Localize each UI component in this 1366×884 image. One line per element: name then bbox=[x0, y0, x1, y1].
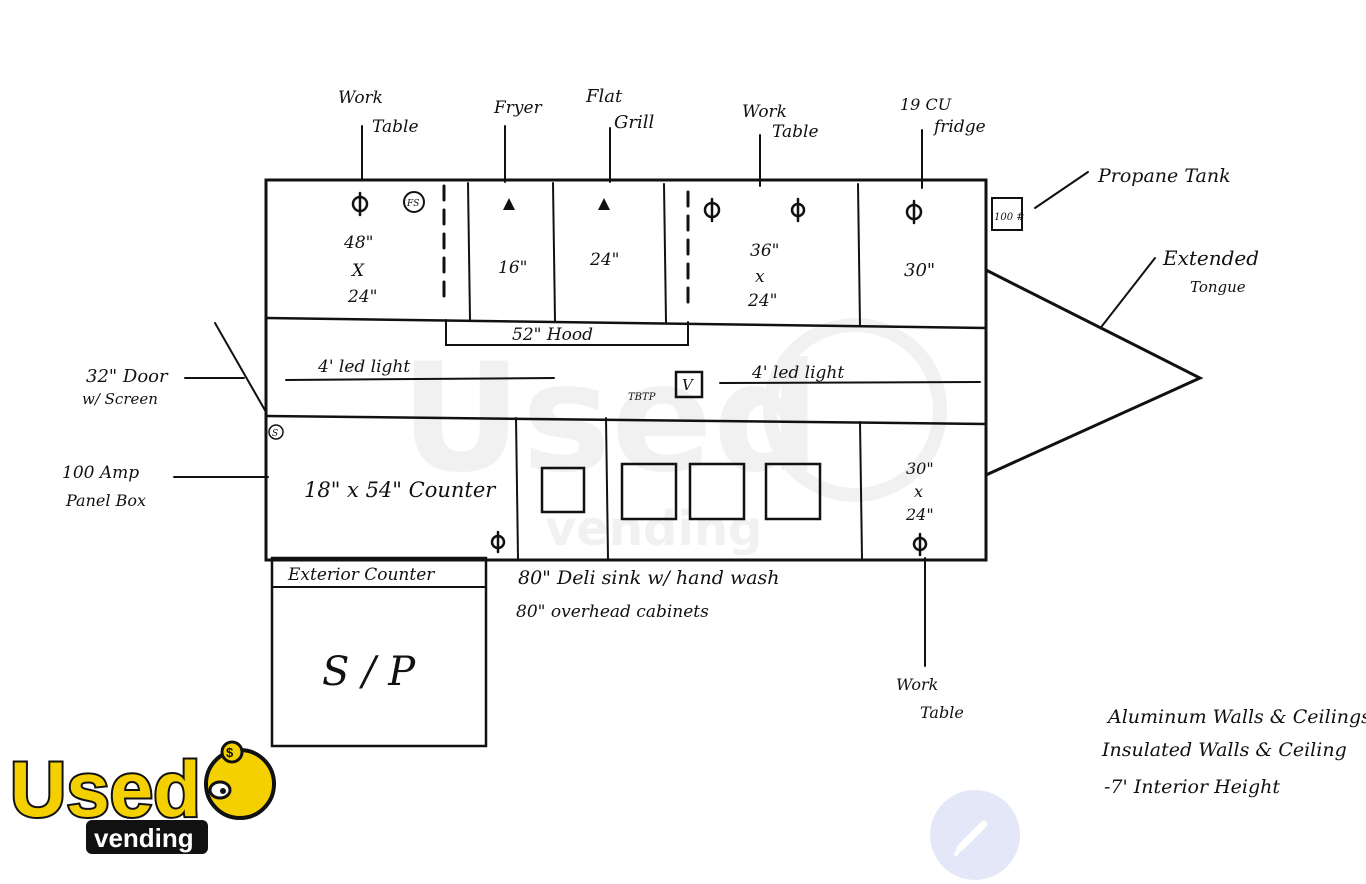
dim-24d: 24" bbox=[905, 505, 934, 524]
dim-30: 30" bbox=[904, 260, 935, 281]
dim-24b: 24" bbox=[589, 250, 619, 270]
hood-label: 52" Hood bbox=[512, 325, 593, 345]
callout-lines bbox=[173, 125, 1156, 667]
dim-24c: 24" bbox=[747, 291, 777, 311]
door-label: 32" Door bbox=[86, 366, 169, 387]
led-left-label: 4' led light bbox=[317, 357, 410, 377]
dim-30b: 30" bbox=[906, 459, 934, 478]
used-vending-logo: Used $ vending bbox=[8, 740, 276, 854]
trailer-body bbox=[264, 178, 1204, 562]
hand-sink bbox=[540, 466, 586, 514]
counter-label: 18" x 54" Counter bbox=[304, 478, 497, 502]
door-label-2: w/ Screen bbox=[82, 390, 158, 408]
vent-box bbox=[674, 370, 704, 399]
dim-x1: X bbox=[350, 261, 365, 281]
dim-16: 16" bbox=[498, 258, 527, 278]
led-light-left bbox=[285, 377, 555, 381]
fs-label: FS bbox=[406, 199, 419, 209]
led-light-right bbox=[719, 381, 981, 384]
propane-size: 100 # bbox=[994, 212, 1025, 223]
outlet-icon bbox=[905, 199, 923, 225]
fryer-burner-icon bbox=[503, 198, 515, 210]
s-marker-label: S bbox=[272, 429, 278, 439]
outlet-icon bbox=[490, 530, 506, 554]
propane-tank-box bbox=[991, 197, 1023, 231]
exterior-counter-label: Exterior Counter bbox=[287, 565, 435, 585]
dim-48: 48" bbox=[343, 233, 373, 253]
dim-x3: x bbox=[914, 482, 923, 501]
work-table-bottom-label: Work bbox=[896, 675, 938, 694]
note-walls: Aluminum Walls & Ceilings bbox=[1106, 706, 1366, 728]
outlet-icon bbox=[351, 191, 369, 217]
pencil-glyph bbox=[954, 820, 988, 856]
fridge-label-2: fridge bbox=[932, 117, 986, 137]
sink-compartment bbox=[688, 462, 746, 521]
logo-subword: vending bbox=[94, 823, 194, 853]
note-height: -7' Interior Height bbox=[1104, 776, 1280, 798]
outlet-icon bbox=[790, 197, 806, 223]
sink-compartment bbox=[620, 462, 678, 521]
tongue-label: Extended bbox=[1162, 246, 1259, 270]
tbtp-label: TBTP bbox=[628, 392, 656, 403]
fire-suppression-icon bbox=[403, 191, 425, 213]
work-table-left-label-2: Table bbox=[372, 117, 419, 137]
grill-burner-icon bbox=[598, 198, 610, 210]
work-table-mid-label-2: Table bbox=[772, 122, 819, 142]
pencil-icon[interactable] bbox=[930, 790, 1020, 880]
dim-x2: x bbox=[755, 267, 765, 287]
sink-label: 80" Deli sink w/ hand wash bbox=[518, 567, 780, 589]
propane-tank-label: Propane Tank bbox=[1097, 165, 1231, 187]
sp-label: S / P bbox=[322, 649, 416, 695]
dim-24a: 24" bbox=[347, 287, 377, 307]
work-table-mid-label: Work bbox=[742, 102, 787, 122]
dim-36: 36" bbox=[750, 241, 779, 261]
extended-tongue bbox=[984, 268, 1204, 477]
work-table-left-label: Work bbox=[338, 88, 383, 108]
outlet-icon bbox=[703, 197, 721, 223]
trailer-floor-plan: Used vending Exterior Counter bbox=[62, 86, 1366, 798]
panel-label-2: Panel Box bbox=[65, 491, 146, 510]
exterior-counter: Exterior Counter S / P bbox=[270, 556, 488, 748]
outlet-icon bbox=[912, 532, 928, 557]
panel-label: 100 Amp bbox=[62, 463, 139, 483]
tongue-label-2: Tongue bbox=[1190, 278, 1246, 296]
flat-grill-label: Flat bbox=[585, 86, 623, 107]
cabinets-label: 80" overhead cabinets bbox=[516, 602, 709, 622]
vent-label: V bbox=[682, 376, 695, 394]
logo-word: Used bbox=[10, 745, 201, 833]
coin-mascot-icon bbox=[204, 740, 276, 820]
watermark: Used vending bbox=[400, 318, 947, 557]
logo-subbar bbox=[86, 820, 208, 854]
fridge-label: 19 CU bbox=[900, 95, 952, 114]
flat-grill-label-2: Grill bbox=[614, 112, 654, 133]
sink-compartment bbox=[764, 462, 822, 521]
coin-symbol: $ bbox=[226, 745, 234, 760]
fryer-label: Fryer bbox=[493, 98, 543, 118]
watermark-subtext: vending bbox=[545, 501, 762, 557]
note-insulated: Insulated Walls & Ceiling bbox=[1101, 739, 1347, 761]
work-table-bottom-label-2: Table bbox=[920, 703, 964, 722]
led-right-label: 4' led light bbox=[751, 363, 844, 383]
s-marker bbox=[268, 424, 284, 440]
